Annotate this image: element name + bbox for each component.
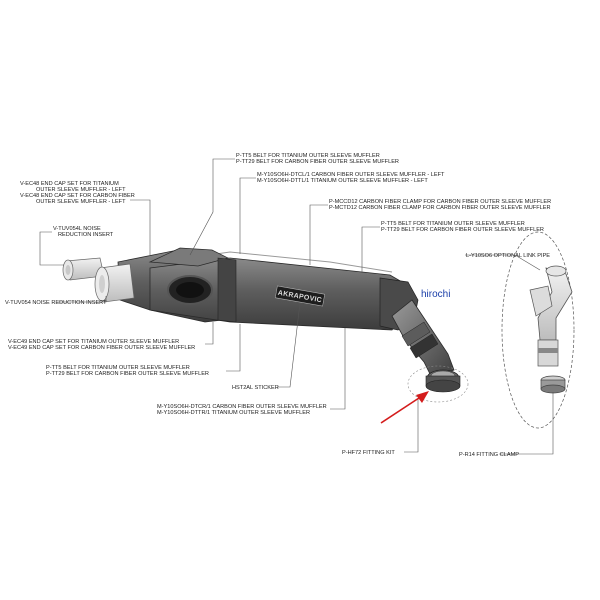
label-v-ec49-1: V-EC49 END CAP SET FOR TITANIUM OUTER SL… xyxy=(8,339,179,345)
link-pipe-ring xyxy=(538,348,558,353)
muffler-assembly: AKRAPOVIC xyxy=(62,247,469,403)
label-v-ec48-2: OUTER SLEEVE MUFFLER - LEFT xyxy=(36,187,126,193)
label-belt-right-2: P-TT29 BELT FOR CARBON FIBER OUTER SLEEV… xyxy=(381,227,544,233)
label-v-ec48-4: OUTER SLEEVE MUFFLER - LEFT xyxy=(36,199,126,205)
label-fitting-clamp: P-R14 FITTING CLAMP xyxy=(459,452,519,458)
label-dttl: M-Y10SO6H-DTTL/1 TITANIUM OUTER SLEEVE M… xyxy=(257,178,428,184)
label-fitting-kit: P-HF72 FITTING KIT xyxy=(342,450,395,456)
label-v-ec48-3: V-EC48 END CAP SET FOR CARBON FIBER xyxy=(20,193,135,199)
label-tuv054: V-TUV054 NOISE REDUCTION INSERT xyxy=(5,300,107,306)
noise-insert-upper xyxy=(62,257,105,281)
label-tuv054l-2: REDUCTION INSERT xyxy=(58,232,114,238)
label-belt-top-2: P-TT29 BELT FOR CARBON FIBER OUTER SLEEV… xyxy=(236,159,399,165)
label-belt-right-1: P-TT5 BELT FOR TITANIUM OUTER SLEEVE MUF… xyxy=(381,221,525,227)
leader-lines xyxy=(39,158,554,455)
label-dtcr: M-Y10SO6H-DTCR/1 CARBON FIBER OUTER SLEE… xyxy=(157,404,327,410)
link-pipe-main xyxy=(391,299,455,379)
label-v-ec48-1: V-EC48 END CAP SET FOR TITANIUM xyxy=(20,181,119,187)
fitting-clamp-installed xyxy=(425,369,461,393)
label-v-ec49-2: V-EC49 END CAP SET FOR CARBON FIBER OUTE… xyxy=(8,345,195,351)
noise-insert-lower xyxy=(94,263,135,303)
label-dttr: M-Y10SO6H-DTTR/1 TITANIUM OUTER SLEEVE M… xyxy=(157,410,310,416)
label-link-pipe: L-Y10SO6 OPTIONAL LINK PIPE xyxy=(466,253,550,259)
label-sticker: HST2AL STICKER xyxy=(232,385,279,391)
watermark: hirochi xyxy=(421,289,450,300)
end-cap-top xyxy=(148,247,229,267)
label-tuv054l-1: V-TUV054L NOISE xyxy=(53,226,101,232)
fitting-highlight xyxy=(407,365,469,403)
pipe-band xyxy=(401,321,431,347)
label-mctd12: P-MCTD12 CARBON FIBER CLAMP FOR CARBON F… xyxy=(329,205,551,211)
label-belt-bottom-2: P-TT29 BELT FOR CARBON FIBER OUTER SLEEV… xyxy=(46,371,209,377)
optional-link-pipe xyxy=(501,231,575,429)
part-labels: P-TT5 BELT FOR TITANIUM OUTER SLEEVE MUF… xyxy=(5,153,551,458)
fitting-clamp-part xyxy=(540,375,566,394)
red-arrow xyxy=(380,391,429,424)
link-pipe-flange xyxy=(529,285,553,317)
outlet-oval-inner xyxy=(176,282,204,298)
pipe-band-2 xyxy=(409,333,439,359)
belt-band xyxy=(217,257,237,323)
label-mccd12: P-MCCD12 CARBON FIBER CLAMP FOR CARBON F… xyxy=(329,199,551,205)
label-belt-top-1: P-TT5 BELT FOR TITANIUM OUTER SLEEVE MUF… xyxy=(236,153,380,159)
label-dtcl: M-Y10SO6H-DTCL/1 CARBON FIBER OUTER SLEE… xyxy=(257,172,445,178)
label-belt-bottom-1: P-TT5 BELT FOR TITANIUM OUTER SLEEVE MUF… xyxy=(46,365,190,371)
